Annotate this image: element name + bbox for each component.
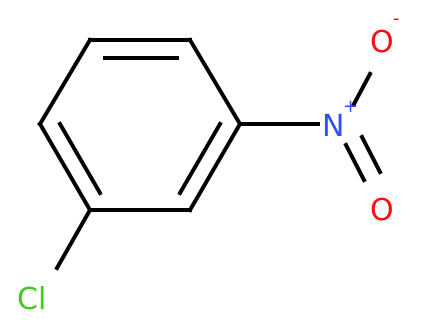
nitrogen-charge-label: + bbox=[343, 96, 358, 117]
oxygen-bottom-atom-label: O bbox=[370, 193, 394, 228]
oxygen-top-atom-label: O bbox=[370, 25, 394, 60]
bond-n-o-top bbox=[351, 71, 373, 107]
bond-n-o-bottom-1 bbox=[343, 142, 367, 183]
nitrogen-atom-label: N bbox=[322, 109, 344, 144]
chlorine-atom-label: Cl bbox=[17, 282, 46, 317]
ring-bond-bottom-right bbox=[187, 121, 243, 213]
bond-n-o-bottom-2 bbox=[359, 134, 383, 175]
ring-bond-top-left bbox=[37, 37, 93, 127]
bonds bbox=[37, 37, 383, 271]
oxygen-top-charge-label: - bbox=[393, 8, 400, 29]
ring-bond-bottom-left-inner bbox=[57, 121, 103, 196]
ring-bond-top-right bbox=[187, 37, 243, 127]
ring-bond-bottom-left bbox=[37, 121, 93, 213]
ring-bond-bottom-right-inner bbox=[177, 121, 223, 196]
bond-c-cl bbox=[54, 207, 93, 271]
